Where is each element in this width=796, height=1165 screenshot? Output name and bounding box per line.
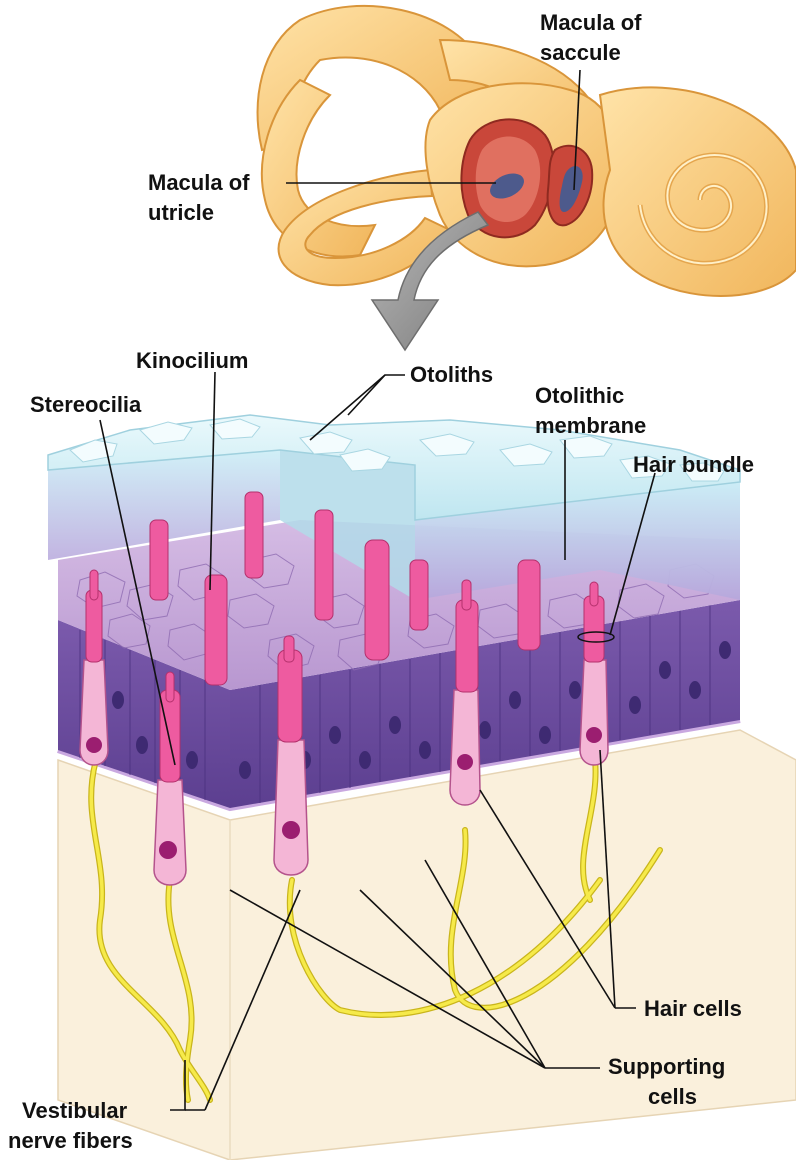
- semicircular-canal-posterior: [262, 80, 375, 257]
- inner-ear-illustration: [258, 6, 796, 350]
- label-stereocilia: Stereocilia: [30, 392, 141, 418]
- label-supporting-cells-line1: Supporting: [608, 1054, 725, 1080]
- label-vestibular-nerve-fibers-line1: Vestibular: [22, 1098, 127, 1124]
- label-otoliths: Otoliths: [410, 362, 493, 388]
- label-macula-of-saccule-line1: Macula of: [540, 10, 641, 36]
- label-supporting-cells-line2: cells: [648, 1084, 697, 1110]
- label-macula-of-saccule-line2: saccule: [540, 40, 621, 66]
- label-vestibular-nerve-fibers-line2: nerve fibers: [8, 1128, 133, 1154]
- label-macula-of-utricle-line1: Macula of: [148, 170, 249, 196]
- label-hair-cells: Hair cells: [644, 996, 742, 1022]
- label-otolithic-membrane-line1: Otolithic: [535, 383, 624, 409]
- macula-block: [48, 415, 796, 1160]
- label-otolithic-membrane-line2: membrane: [535, 413, 646, 439]
- cochlea: [600, 87, 796, 296]
- label-hair-bundle: Hair bundle: [633, 452, 754, 478]
- label-kinocilium: Kinocilium: [136, 348, 248, 374]
- label-macula-of-utricle-line2: utricle: [148, 200, 214, 226]
